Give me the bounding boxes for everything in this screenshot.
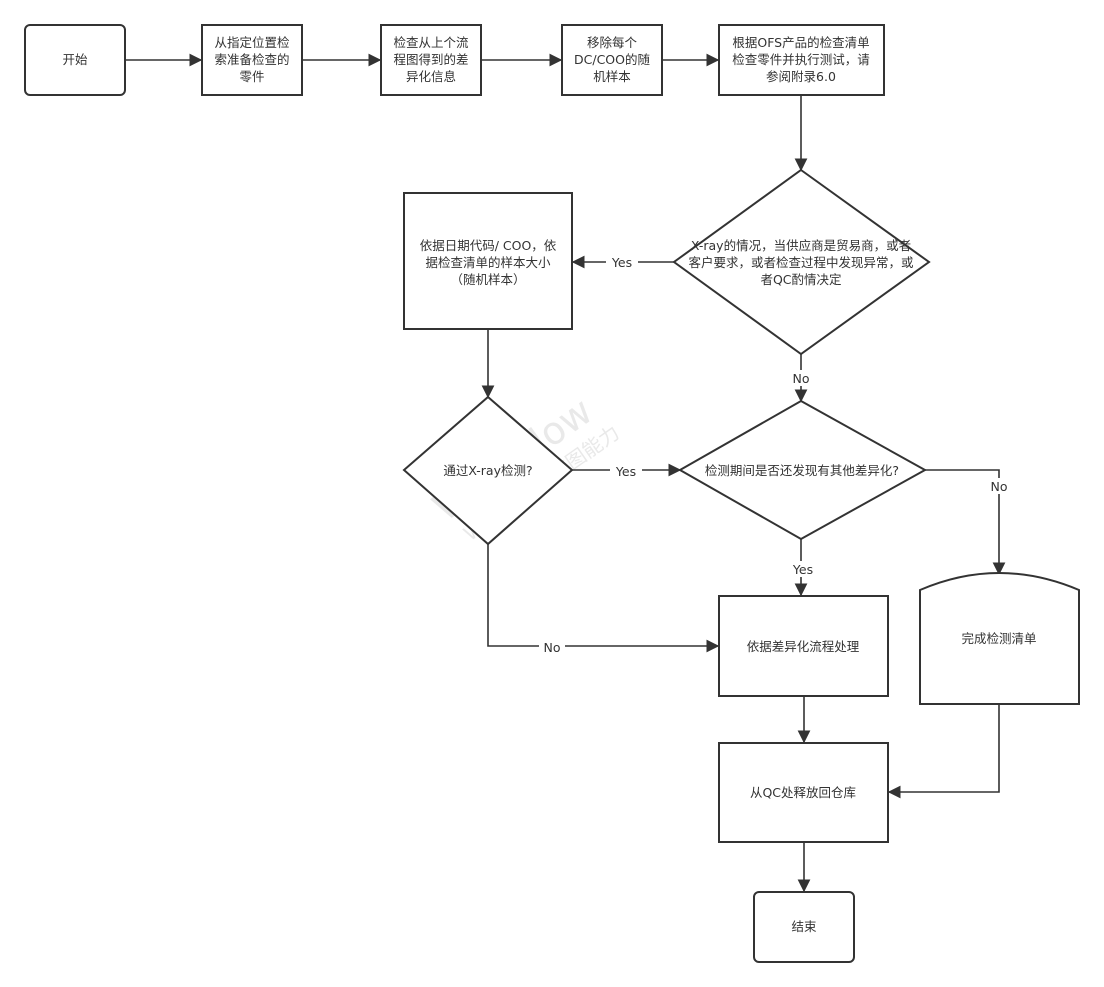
edge-complete-to-release [887, 704, 1000, 799]
node-xray-pass-text: 通过X-ray检测? [443, 463, 532, 478]
edge-labels: Yes No Yes No Yes No [539, 254, 1012, 655]
node-xray-decision-line-3: 者QC酌情决定 [760, 272, 841, 287]
node-end[interactable]: 结束 [753, 891, 855, 963]
node-prepare-line-2: 索准备检查的 [214, 52, 289, 67]
node-check-diff-line-3: 异化信息 [406, 69, 456, 84]
node-ofs-check-line-1: 根据OFS产品的检查清单 [732, 35, 869, 50]
node-remove-sample-line-2: DC/COO的随 [574, 52, 650, 67]
node-handle-diff-text: 依据差异化流程处理 [747, 639, 860, 654]
node-xray-decision-line-1: X-ray的情况，当供应商是贸易商，或者 [691, 238, 911, 253]
node-prepare-line-3: 零件 [239, 69, 264, 84]
node-complete-list[interactable]: 完成检测清单 [919, 572, 1080, 705]
node-xray-decision[interactable]: X-ray的情况，当供应商是贸易商，或者 客户要求，或者检查过程中发现异常，或 … [672, 168, 931, 356]
node-remove-sample-line-3: 机样本 [593, 69, 631, 84]
edge-pass-no [487, 544, 720, 653]
edge-label-xray-yes: Yes [611, 255, 632, 270]
node-ofs-check-line-3: 参阅附录6.0 [766, 69, 836, 84]
node-remove-sample-line-1: 移除每个 [587, 35, 638, 50]
node-complete-list-text: 完成检测清单 [961, 631, 1036, 646]
node-ofs-check-line-2: 检查零件并执行测试，请 [732, 52, 870, 67]
node-remove-sample[interactable]: 移除每个 DC/COO的随 机样本 [561, 24, 663, 96]
node-ofs-check[interactable]: 根据OFS产品的检查清单 检查零件并执行测试，请 参阅附录6.0 [718, 24, 885, 96]
node-release-text: 从QC处释放回仓库 [750, 785, 856, 800]
node-prepare-line-1: 从指定位置检 [214, 35, 290, 50]
node-sample-by-date[interactable]: 依据日期代码/ COO，依 据检查清单的样本大小 （随机样本） [403, 192, 573, 330]
node-handle-diff[interactable]: 依据差异化流程处理 [718, 595, 889, 697]
edge-label-other-no: No [991, 479, 1008, 494]
node-sample-by-date-line-2: 据检查清单的样本大小 [425, 255, 551, 270]
edge-label-pass-yes: Yes [615, 464, 636, 479]
node-check-diff[interactable]: 检查从上个流 程图得到的差 异化信息 [380, 24, 482, 96]
node-xray-decision-line-2: 客户要求，或者检查过程中发现异常，或 [688, 255, 914, 270]
node-sample-by-date-line-3: （随机样本） [450, 272, 525, 287]
node-start[interactable]: 开始 [24, 24, 126, 96]
node-check-diff-line-1: 检查从上个流 [393, 35, 469, 50]
node-other-diff-text: 检测期间是否还发现有其他差异化? [705, 463, 899, 478]
edge-label-pass-no: No [544, 640, 561, 655]
node-check-diff-line-2: 程图得到的差 [393, 52, 468, 67]
node-sample-by-date-line-1: 依据日期代码/ COO，依 [420, 238, 557, 253]
edge-other-no [925, 469, 1006, 576]
edge-label-other-yes: Yes [792, 562, 813, 577]
edge-label-xray-no: No [793, 371, 810, 386]
node-end-text: 结束 [791, 919, 817, 934]
node-xray-pass[interactable]: 通过X-ray检测? [402, 395, 574, 546]
node-start-text: 开始 [62, 52, 88, 67]
node-other-diff[interactable]: 检测期间是否还发现有其他差异化? [677, 399, 928, 541]
node-prepare[interactable]: 从指定位置检 索准备检查的 零件 [201, 24, 303, 96]
node-release[interactable]: 从QC处释放回仓库 [718, 742, 889, 843]
